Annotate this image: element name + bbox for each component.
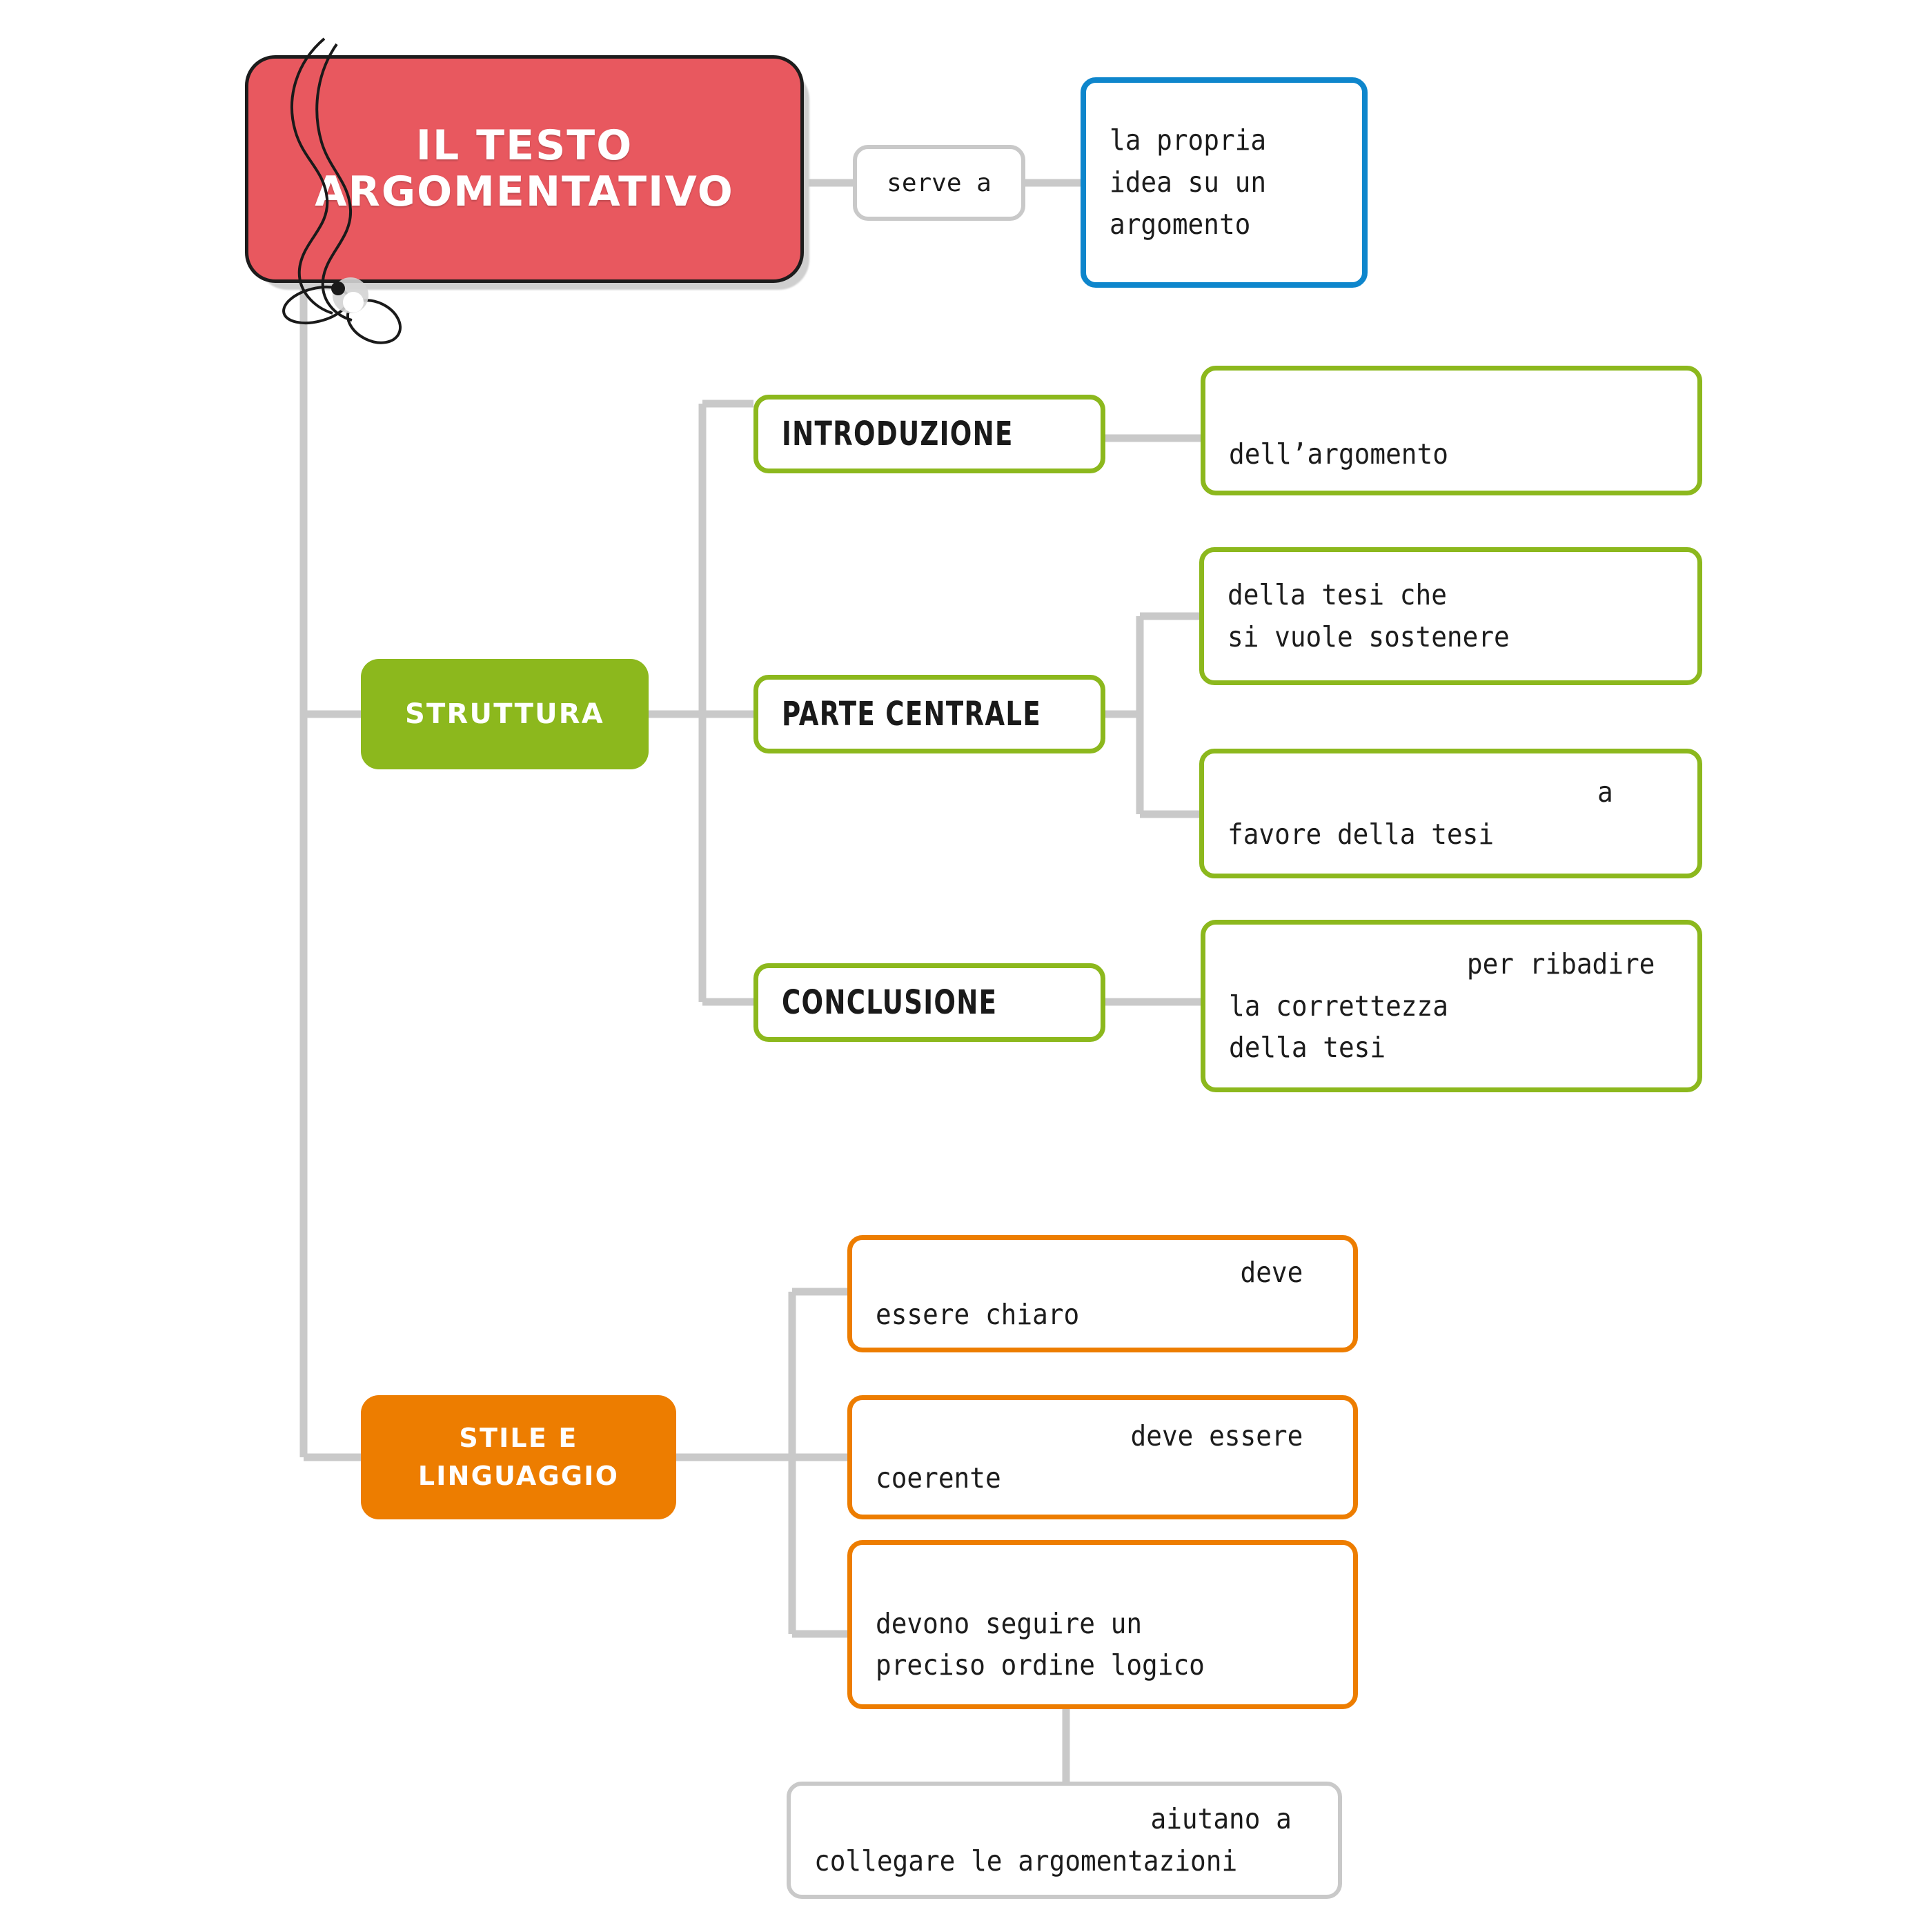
node-conclusione[interactable]: CONCLUSIONE	[753, 963, 1105, 1042]
connector-label-serve-a: serve a	[853, 145, 1025, 221]
sidebar-item-struttura[interactable]: STRUTTURA	[361, 659, 649, 769]
answer-box-argomenti-favore[interactable]: a favore della tesi	[1199, 749, 1702, 878]
answer-box-coerente[interactable]: deve essere coerente	[847, 1395, 1358, 1519]
answer-box-tesi[interactable]: della tesi che si vuole sostenere	[1199, 547, 1702, 685]
answer-box-introduzione[interactable]: dell’argomento	[1201, 366, 1702, 495]
node-parte-centrale[interactable]: PARTE CENTRALE	[753, 675, 1105, 753]
answer-box-connettivi[interactable]: aiutano a collegare le argomentazioni	[787, 1782, 1342, 1899]
title-card-body: IL TESTO ARGOMENTATIVO	[245, 55, 804, 283]
sidebar-item-stile-linguaggio[interactable]: STILE E LINGUAGGIO	[361, 1395, 676, 1519]
answer-box-conclusione[interactable]: per ribadire la correttezza della tesi	[1201, 920, 1702, 1092]
answer-box-chiaro[interactable]: deve essere chiaro	[847, 1235, 1358, 1352]
page-title: IL TESTO ARGOMENTATIVO	[315, 121, 734, 216]
node-introduzione[interactable]: INTRODUZIONE	[753, 395, 1105, 473]
answer-box-serve-a[interactable]: la propria idea su un argomento	[1081, 77, 1368, 288]
answer-box-ordine-logico[interactable]: devono seguire un preciso ordine logico	[847, 1540, 1358, 1709]
